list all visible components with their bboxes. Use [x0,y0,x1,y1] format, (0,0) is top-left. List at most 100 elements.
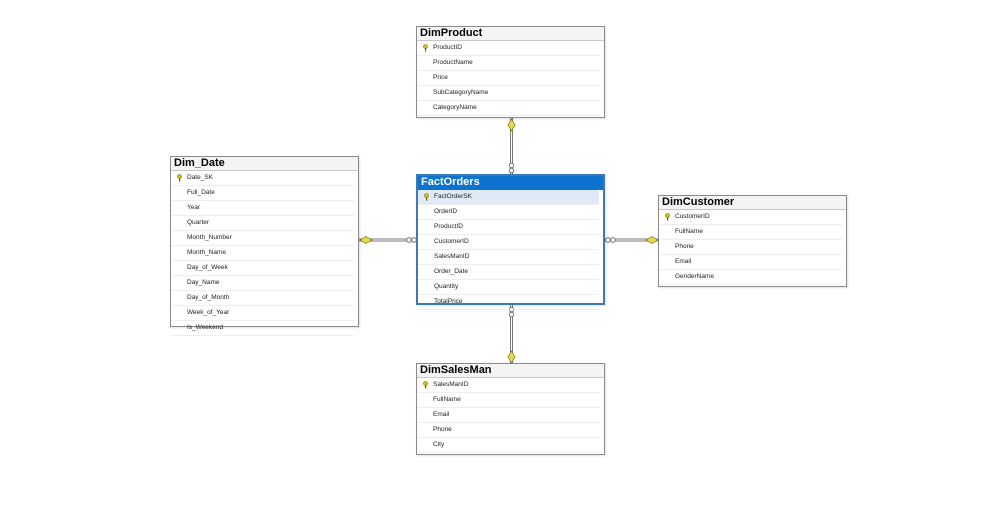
column-row[interactable]: Is_Weekend [171,321,354,336]
column-name: ProductName [433,59,473,66]
column-name: Day_of_Month [187,294,230,301]
column-row[interactable]: Day_of_Week [171,261,354,276]
column-row[interactable]: TotalPrice [418,295,599,310]
column-name: Email [675,258,692,265]
column-row[interactable]: CustomerID [418,235,599,250]
primary-key-icon [423,381,428,389]
column-name: Quantity [434,283,459,290]
table-factorders[interactable]: FactOrders FactOrderSK OrderID ProductID Cu… [416,174,605,310]
column-row[interactable]: Day_of_Month [171,291,354,306]
column-row[interactable]: Email [659,255,842,270]
column-row[interactable]: Price [417,71,600,86]
column-name: CustomerID [434,238,469,245]
column-name: SubCategoryName [433,89,489,96]
column-row[interactable]: FullName [659,225,842,240]
column-name: SalesManID [434,253,470,260]
relationship-factorders-dimdate[interactable] [358,236,418,244]
column-row[interactable]: ProductID [417,41,600,56]
key-end-icon [507,118,516,132]
column-name: FullName [675,228,703,235]
column-name: Year [187,204,201,211]
table-title[interactable]: Dim_Date [171,157,358,171]
column-row[interactable]: Month_Number [171,231,354,246]
many-end-icon [610,237,616,243]
column-name: CategoryName [433,104,477,111]
column-name: City [433,441,445,448]
column-row[interactable]: Quarter [171,216,354,231]
column-name: ProductID [433,44,462,51]
table-title[interactable]: FactOrders [418,176,603,190]
column-row[interactable]: SalesManID [418,250,599,265]
relationship-factorders-dimcustomer[interactable] [604,236,660,244]
column-name: Day_Name [187,279,220,286]
column-row[interactable]: GenderName [659,270,842,285]
column-row[interactable]: Phone [659,240,842,255]
column-row[interactable]: ProductID [418,220,599,235]
many-end-icon [508,311,515,318]
primary-key-icon [424,193,429,201]
column-row[interactable]: Date_SK [171,171,354,186]
table-title[interactable]: DimSalesMan [417,364,604,378]
column-row[interactable]: Phone [417,423,600,438]
column-row[interactable]: FullName [417,393,600,408]
many-end-icon [508,162,515,169]
column-name: GenderName [675,273,715,280]
key-end-icon [507,350,516,364]
key-end-icon [359,236,373,244]
column-row[interactable]: Day_Name [171,276,354,291]
column-name: Month_Number [187,234,232,241]
column-name: TotalPrice [434,298,463,305]
relationship-factorders-dimproduct[interactable] [507,118,516,175]
key-end-icon [645,236,659,244]
primary-key-icon [423,44,428,52]
column-row[interactable]: Full_Date [171,186,354,201]
column-name: OrderID [434,208,458,215]
column-row[interactable]: Quantity [418,280,599,295]
column-name: CustomerID [675,213,710,220]
column-row[interactable]: CategoryName [417,101,600,116]
column-name: Day_of_Week [187,264,228,271]
column-row[interactable]: Week_of_Year [171,306,354,321]
column-name: FactOrderSK [434,193,472,200]
column-row[interactable]: Order_Date [418,265,599,280]
column-row[interactable]: FactOrderSK [418,190,599,205]
primary-key-icon [665,213,670,221]
column-name: Order_Date [434,268,468,275]
column-row[interactable]: CustomerID [659,210,842,225]
column-name: Phone [675,243,694,250]
column-name: Month_Name [187,249,227,256]
column-list: FactOrderSK OrderID ProductID CustomerID Sal… [418,190,603,310]
column-name: Email [433,411,450,418]
table-title[interactable]: DimCustomer [659,196,846,210]
column-row[interactable]: Month_Name [171,246,354,261]
column-name: Date_SK [187,174,214,181]
column-name: SalesManID [433,381,469,388]
column-name: Phone [433,426,452,433]
column-row[interactable]: SalesManID [417,378,600,393]
primary-key-icon [177,174,182,182]
table-title[interactable]: DimProduct [417,27,604,41]
column-name: Is_Weekend [187,324,224,331]
column-row[interactable]: ProductName [417,56,600,71]
column-name: ProductID [434,223,463,230]
column-row[interactable]: SubCategoryName [417,86,600,101]
column-name: FullName [433,396,461,403]
column-row[interactable]: City [417,438,600,453]
column-name: Full_Date [187,189,215,196]
column-row[interactable]: Email [417,408,600,423]
column-row[interactable]: OrderID [418,205,599,220]
column-row[interactable]: Year [171,201,354,216]
column-name: Week_of_Year [187,309,230,316]
column-name: Quarter [187,219,210,226]
relationship-factorders-dimsalesman[interactable] [507,305,516,364]
many-end-icon [406,237,412,243]
